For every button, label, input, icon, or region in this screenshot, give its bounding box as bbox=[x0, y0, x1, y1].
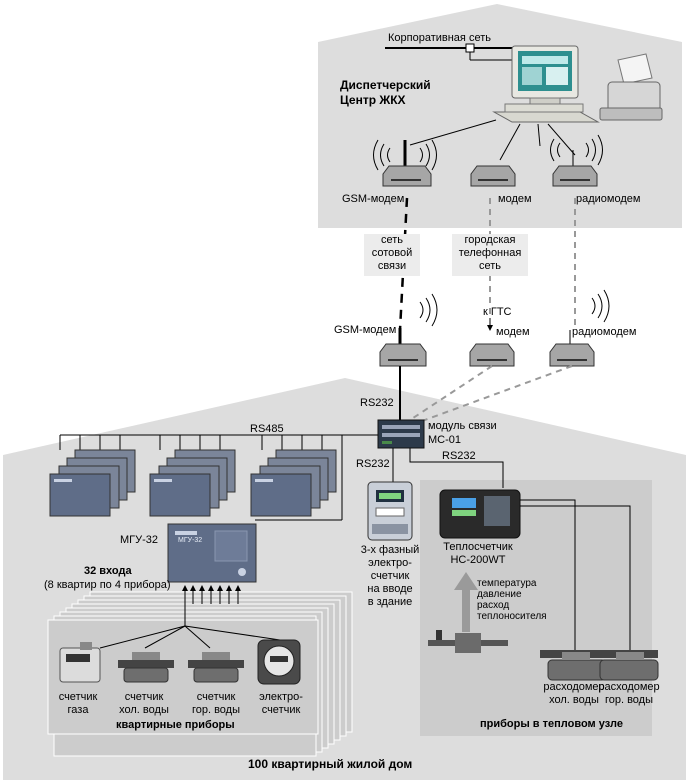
heat-param-flow: расход bbox=[477, 600, 510, 611]
electric-meter-caption-line4: на вводе bbox=[367, 583, 413, 595]
electric-apt-line1: электро- bbox=[259, 691, 303, 703]
cold-meter-caption: счетчик хол. воды bbox=[112, 691, 176, 717]
heat-param-carrier: теплоносителя bbox=[477, 611, 547, 622]
cellular-network-box: сеть сотовой связи bbox=[364, 234, 420, 276]
house-title: 100 квартирный жилой дом bbox=[248, 757, 413, 771]
flow-cold-line1: расходомер bbox=[543, 681, 605, 693]
hot-water-meter-icon bbox=[188, 652, 244, 683]
hot-line1: счетчик bbox=[196, 691, 236, 703]
house-modem-icon bbox=[469, 343, 515, 367]
dispatch-title-line2: Центр ЖКХ bbox=[340, 93, 406, 107]
flow-cold-caption: расходомер хол. воды bbox=[536, 681, 612, 707]
flow-hot-line1: расходомер bbox=[598, 681, 660, 693]
dispatch-modem-icon bbox=[470, 165, 516, 187]
sensor-pipe-icon bbox=[428, 630, 508, 653]
dispatch-radio-modem-label: радиомодем bbox=[576, 193, 641, 205]
param-arrow bbox=[454, 572, 478, 632]
printer-icon bbox=[599, 53, 663, 121]
heat-param-pressure: давление bbox=[477, 589, 522, 600]
cold-water-meter-icon bbox=[118, 652, 174, 683]
dispatch-radio-modem-icon bbox=[552, 150, 598, 187]
heat-panel-title: приборы в тепловом узле bbox=[480, 718, 623, 730]
heat-params: температура давление расход теплоносител… bbox=[477, 578, 547, 622]
rs485-label: RS485 bbox=[250, 423, 284, 435]
corporate-network-label: Корпоративная сеть bbox=[388, 32, 491, 44]
cellular-line2: сотовой bbox=[371, 247, 413, 259]
mgu-32-device bbox=[167, 523, 257, 583]
house-modem-label: модем bbox=[496, 326, 530, 338]
electric-meter-apt-caption: электро- счетчик bbox=[252, 691, 310, 717]
computer-icon bbox=[492, 45, 600, 123]
house-gsm-modem-label: GSM-модем bbox=[334, 324, 397, 336]
cold-line1: счетчик bbox=[124, 691, 164, 703]
gas-meter-caption: счетчик газа bbox=[52, 691, 104, 717]
rs232-top-label: RS232 bbox=[360, 397, 394, 409]
heat-meter-caption: Теплосчетчик НС-200WT bbox=[430, 541, 526, 567]
electric-meter-caption-line1: 3-х фазный bbox=[360, 544, 420, 556]
hot-line2: гор. воды bbox=[191, 704, 241, 716]
signal-waves-icon bbox=[373, 134, 603, 171]
heat-meter-caption-line1: Теплосчетчик bbox=[443, 541, 513, 553]
comm-module-label-line1: модуль связи bbox=[428, 420, 497, 432]
dispatch-modem-label: модем bbox=[498, 193, 532, 205]
cold-line2: хол. воды bbox=[119, 704, 169, 716]
rs232-right-label: RS232 bbox=[442, 450, 476, 462]
gas-meter-icon bbox=[59, 642, 101, 683]
gas-line2: газа bbox=[67, 704, 89, 716]
apartment-panel-title: квартирные приборы bbox=[116, 719, 235, 731]
dispatch-gsm-modem-label: GSM-модем bbox=[342, 193, 405, 205]
mgu-device-stack-2 bbox=[149, 449, 236, 517]
electric-apt-line2: счетчик bbox=[261, 704, 301, 716]
house-radio-modem-label: радиомодем bbox=[572, 326, 637, 338]
flow-meter-hot-icon bbox=[594, 650, 659, 681]
electric-meter-caption-line5: в здание bbox=[367, 596, 413, 608]
comm-module-label-line2: МС-01 bbox=[428, 434, 462, 446]
phone-line2: телефонная bbox=[458, 247, 522, 259]
mgu-label: МГУ-32 bbox=[120, 534, 159, 546]
mgu-device-stack-3 bbox=[250, 449, 337, 517]
signal-waves-icon bbox=[419, 289, 610, 327]
rs232-left-label: RS232 bbox=[356, 458, 390, 470]
electric-meter-3phase-icon bbox=[367, 481, 413, 541]
dispatch-gsm-modem-icon bbox=[382, 140, 432, 187]
to-pstn-label: к ГТС bbox=[483, 306, 512, 318]
hot-meter-caption: счетчик гор. воды bbox=[184, 691, 248, 717]
flow-hot-line2: гор. воды bbox=[604, 694, 654, 706]
house-radio-modem-icon bbox=[549, 330, 595, 367]
flow-cold-line2: хол. воды bbox=[549, 694, 599, 706]
comm-module-icon bbox=[377, 419, 425, 449]
apartment-electric-meter-icon bbox=[257, 639, 301, 685]
electric-meter-caption-line2: электро- bbox=[368, 557, 412, 569]
input-arrows bbox=[182, 585, 241, 612]
electric-meter-caption-line3: счетчик bbox=[370, 570, 410, 582]
gas-line1: счетчик bbox=[58, 691, 98, 703]
heat-meter-caption-line2: НС-200WT bbox=[450, 554, 506, 566]
phone-network-box: городская телефонная сеть bbox=[452, 234, 528, 276]
house-gsm-modem-icon bbox=[379, 328, 427, 367]
dispatch-title-line1: Диспетчерский bbox=[340, 78, 431, 92]
mgu-inputs-title: 32 входа bbox=[84, 565, 132, 577]
heat-meter-icon bbox=[439, 489, 521, 539]
mgu-inputs-note: (8 квартир по 4 прибора) bbox=[44, 579, 171, 591]
rs232-line-right bbox=[409, 448, 504, 488]
phone-line1: городская bbox=[464, 234, 516, 246]
network-node bbox=[465, 43, 475, 53]
flow-hot-caption: расходомер гор. воды bbox=[592, 681, 666, 707]
mgu-device-caption: МГУ-32 bbox=[178, 537, 203, 544]
electric-meter-caption: 3-х фазный электро- счетчик на вводе в з… bbox=[346, 544, 434, 609]
heat-param-temperature: температура bbox=[477, 578, 537, 589]
mgu-device-stack-1 bbox=[49, 449, 136, 517]
phone-line3: сеть bbox=[478, 260, 502, 272]
cellular-line1: сеть bbox=[380, 234, 404, 246]
cellular-line3: связи bbox=[377, 260, 407, 272]
